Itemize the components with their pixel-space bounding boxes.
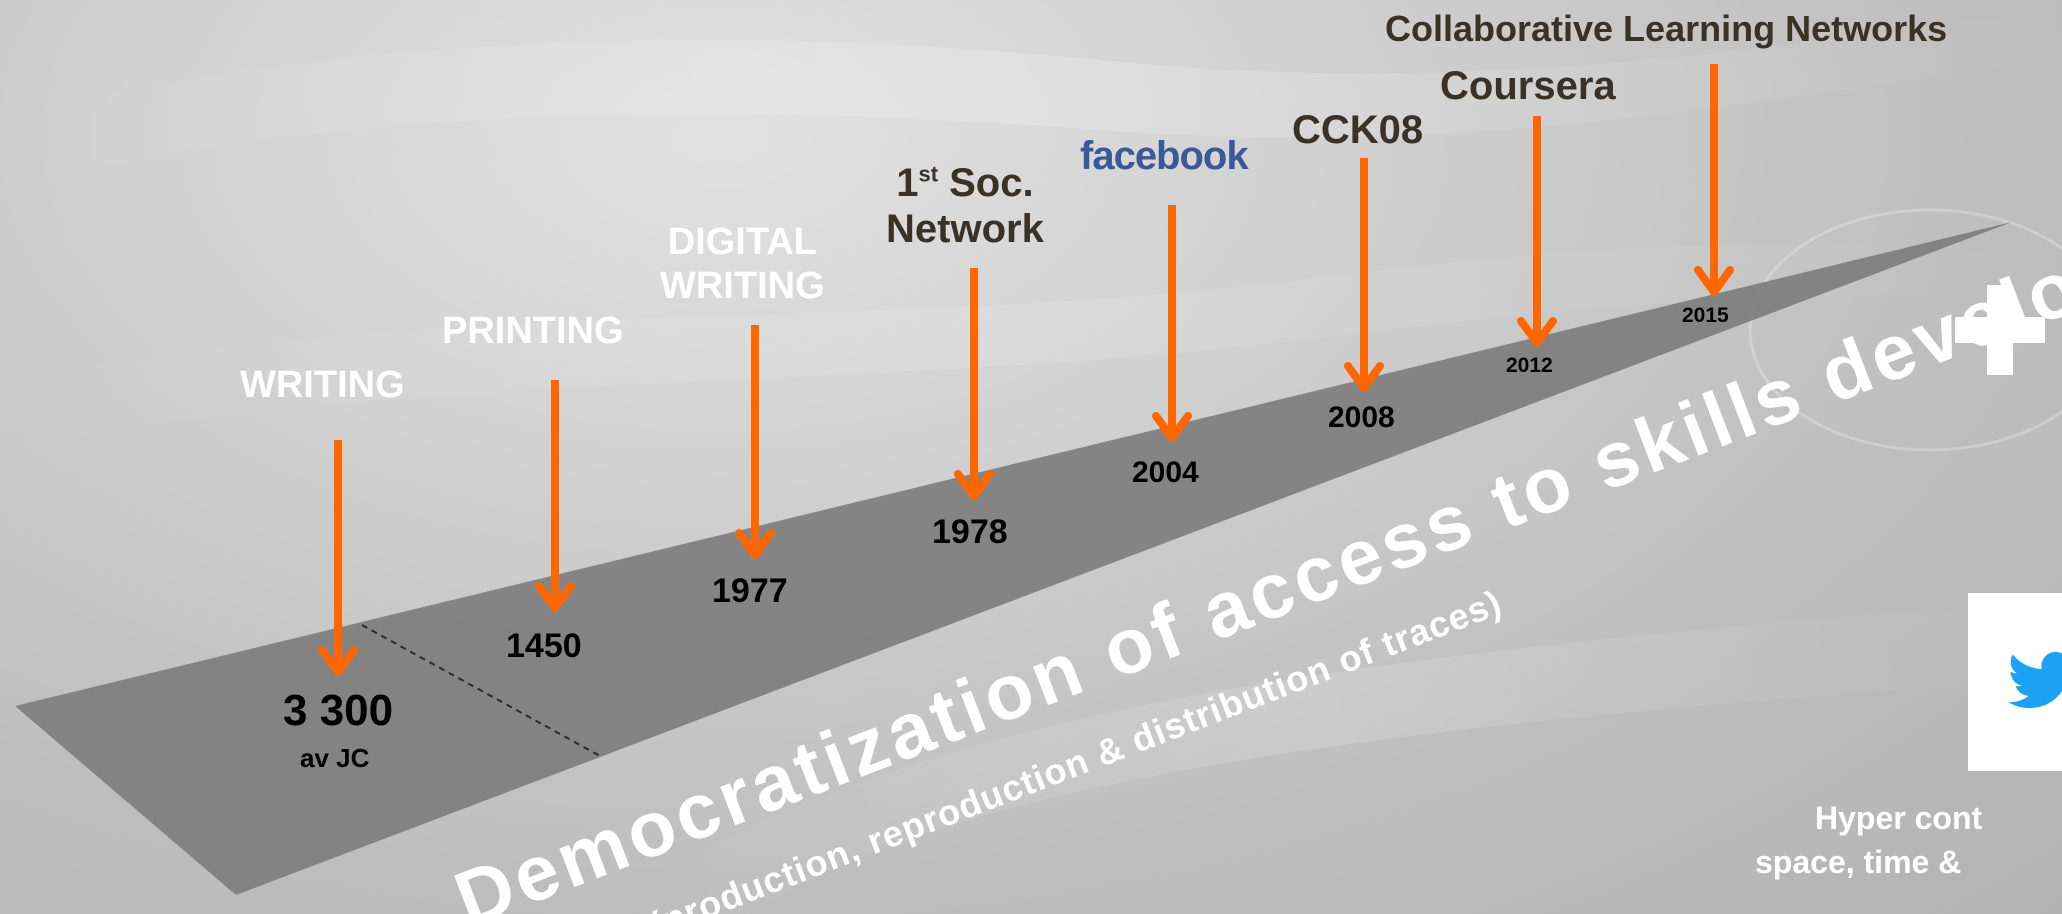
event-label-digital-writing: DIGITAL WRITING	[660, 221, 825, 308]
year-label-2008: 2008	[1328, 401, 1395, 434]
timeline-arrow-digital-writing	[735, 325, 775, 559]
year-label-2015: 2015	[1682, 304, 1729, 327]
arrow-head	[535, 582, 575, 612]
year-label-2012: 2012	[1506, 354, 1553, 377]
event-label-social-line1: 1st Soc.	[886, 160, 1044, 206]
event-label-printing: PRINTING	[442, 310, 624, 352]
arrow-head	[1517, 317, 1557, 347]
event-label-digital-line1: DIGITAL	[667, 221, 817, 263]
year-label-1977: 1977	[712, 572, 788, 610]
hyper-connect-text-line1: Hyper cont	[1815, 800, 1983, 836]
era-divider-line	[361, 624, 601, 757]
year-label-1978: 1978	[932, 513, 1008, 551]
plus-icon	[1955, 285, 2045, 375]
twitter-bird-icon	[2008, 651, 2062, 709]
timeline-arrow-writing	[318, 440, 358, 676]
arrow-head	[1694, 266, 1734, 296]
event-label-collaborative-learning-networks: Collaborative Learning Networks	[1385, 8, 1948, 49]
timeline-arrow-collaborative-learning-networks	[1694, 64, 1734, 296]
event-label-writing: WRITING	[240, 364, 405, 406]
event-label-coursera: Coursera	[1440, 64, 1616, 108]
event-label-social-line2: Network	[886, 207, 1044, 251]
social-ordinal-suffix: st	[918, 161, 939, 187]
arrow-head	[735, 529, 775, 559]
timeline-arrow-printing	[535, 380, 575, 612]
year-label-2004: 2004	[1132, 456, 1199, 489]
facebook-logo: facebook	[1080, 134, 1249, 178]
social-ordinal-number: 1	[896, 161, 919, 205]
hyper-connect-text-line2: space, time &	[1755, 844, 1962, 880]
year-label-1450: 1450	[506, 627, 582, 665]
event-label-first-social-network: 1st Soc. Network	[886, 160, 1044, 252]
timeline-arrow-cck08	[1344, 158, 1384, 392]
timeline-arrow-first-social-network	[954, 268, 994, 500]
event-label-cck08: CCK08	[1292, 108, 1424, 152]
social-line1-rest: Soc.	[938, 161, 1034, 205]
timeline-arrow-facebook	[1152, 205, 1192, 442]
event-label-digital-line2: WRITING	[660, 264, 825, 307]
timeline-ribbon	[15, 222, 2012, 895]
arrow-head	[1344, 362, 1384, 392]
arrow-head	[1152, 412, 1192, 442]
arrow-head	[318, 646, 358, 676]
arrow-head	[954, 470, 994, 500]
twitter-card	[1968, 593, 2062, 771]
year-label-3300: 3 300	[283, 686, 394, 735]
timeline-arrow-coursera	[1517, 116, 1557, 347]
year-note-av-jc: av JC	[300, 743, 370, 773]
event-arrows	[318, 64, 1734, 676]
